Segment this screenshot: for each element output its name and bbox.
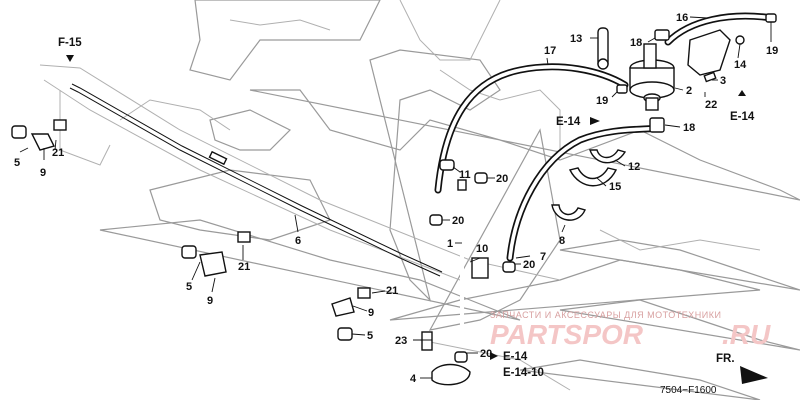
callout-19-right: 19 bbox=[766, 45, 778, 57]
callout-10: 10 bbox=[476, 243, 488, 255]
ref-e14-right: E-14 bbox=[730, 111, 755, 123]
callout-19-left: 19 bbox=[596, 95, 608, 107]
callout-14: 14 bbox=[734, 59, 747, 71]
watermark-logo: PARTSPOR bbox=[490, 319, 644, 350]
callout-5-middle: 5 bbox=[186, 281, 192, 293]
callout-21-upper: 21 bbox=[52, 147, 64, 159]
callout-16: 16 bbox=[676, 12, 688, 24]
hose-clamp-20d bbox=[454, 351, 468, 363]
callout-15: 15 bbox=[609, 181, 621, 193]
callout-21-lower: 21 bbox=[386, 285, 398, 297]
callout-6: 6 bbox=[295, 235, 301, 247]
callout-9-middle: 9 bbox=[207, 295, 213, 307]
clip-19b bbox=[765, 13, 777, 23]
callout-23: 23 bbox=[395, 335, 407, 347]
e14-bottom-arrow bbox=[490, 352, 498, 360]
clamp-set-middle bbox=[181, 231, 251, 277]
fuel-hose-7 bbox=[506, 124, 664, 262]
callout-20-b: 20 bbox=[452, 215, 464, 227]
fuel-pipe bbox=[69, 83, 443, 277]
callout-12: 12 bbox=[628, 161, 640, 173]
watermark-domain: .RU bbox=[722, 319, 771, 350]
hose-clip-12 bbox=[589, 149, 627, 164]
callout-2: 2 bbox=[686, 85, 692, 97]
part-callouts: 5 9 21 5 9 21 6 21 9 5 23 4 1 10 11 20 2… bbox=[14, 12, 778, 385]
hose-clamp-20a bbox=[474, 172, 488, 184]
fuel-hose-16 bbox=[664, 12, 776, 46]
breather-tube bbox=[457, 179, 467, 340]
hose-fitting-18b bbox=[649, 117, 665, 133]
ref-e14-10-bottom: E-14-10 bbox=[503, 367, 544, 379]
clip-19a bbox=[616, 84, 628, 94]
fuel-filter bbox=[629, 43, 675, 111]
callout-18-lower: 18 bbox=[683, 122, 695, 134]
watermark-tagline: ЗАПЧАСТИ И АКСЕССУАРЫ ДЛЯ МОТОТЕХНИКИ bbox=[490, 310, 721, 320]
joint-10 bbox=[471, 257, 489, 279]
drain-cap-4 bbox=[431, 363, 471, 386]
hose-clamp-20b bbox=[429, 214, 443, 226]
ref-e14-center: E-14 bbox=[556, 116, 581, 128]
callout-5-lower: 5 bbox=[367, 330, 373, 342]
leader-lines bbox=[19, 16, 772, 379]
filter-bracket bbox=[687, 29, 745, 83]
f15-arrow bbox=[66, 55, 74, 62]
hose-clamp-20c bbox=[502, 261, 516, 273]
clamp-set-lower bbox=[331, 287, 371, 341]
fr-direction-arrow bbox=[740, 366, 768, 384]
callout-8: 8 bbox=[559, 235, 565, 247]
hose-clip-15 bbox=[568, 167, 618, 187]
callout-18-upper: 18 bbox=[630, 37, 642, 49]
diagram-code: 7504−F1600 bbox=[660, 385, 717, 396]
callout-13: 13 bbox=[570, 33, 582, 45]
callout-5-upper: 5 bbox=[14, 157, 20, 169]
hose-fitting-18a bbox=[654, 29, 670, 41]
clamp-13 bbox=[597, 27, 609, 70]
hose-clip-8 bbox=[551, 204, 586, 221]
ref-f15: F-15 bbox=[58, 37, 82, 49]
callout-20-d: 20 bbox=[480, 348, 492, 360]
clamp-set-upper bbox=[11, 119, 67, 151]
fuel-hose-17 bbox=[434, 63, 629, 194]
callout-17: 17 bbox=[544, 45, 556, 57]
e14-center-arrow bbox=[590, 117, 600, 125]
ref-e14-bottom: E-14 bbox=[503, 351, 528, 363]
watermark: ЗАПЧАСТИ И АКСЕССУАРЫ ДЛЯ МОТОТЕХНИКИ PA… bbox=[490, 310, 771, 350]
front-direction-label: FR. bbox=[716, 353, 735, 365]
callout-22: 22 bbox=[705, 99, 717, 111]
callout-21-middle: 21 bbox=[238, 261, 250, 273]
callout-11: 11 bbox=[459, 169, 471, 181]
callout-4: 4 bbox=[410, 373, 417, 385]
callout-7: 7 bbox=[540, 251, 546, 263]
callout-9-lower: 9 bbox=[368, 307, 374, 319]
callout-20-a: 20 bbox=[496, 173, 508, 185]
callout-20-c: 20 bbox=[523, 259, 535, 271]
bolt-23 bbox=[421, 331, 433, 351]
e14-right-arrow bbox=[738, 90, 746, 96]
hose-clamp-11 bbox=[439, 159, 455, 171]
callout-3: 3 bbox=[720, 75, 726, 87]
callout-9-upper: 9 bbox=[40, 167, 46, 179]
reference-arrows bbox=[66, 55, 768, 384]
callout-1: 1 bbox=[447, 238, 453, 250]
